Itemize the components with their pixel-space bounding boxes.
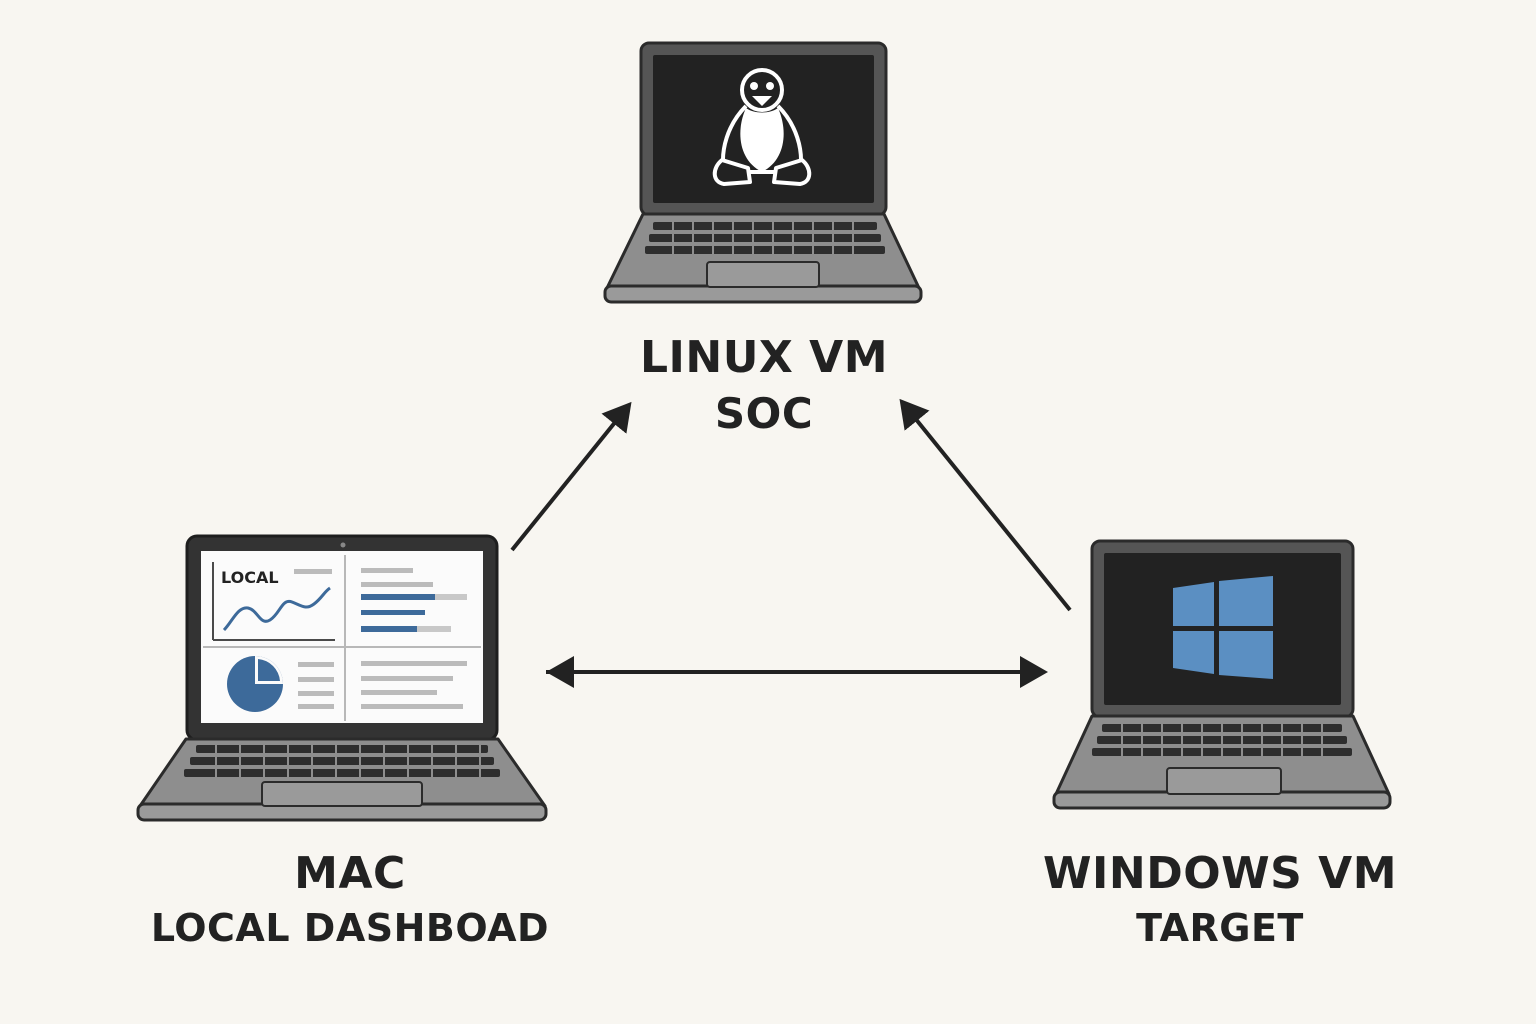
linux-vm-laptop [603,41,923,304]
trackpad [1166,767,1282,795]
trackpad [261,781,423,807]
windows-vm-laptop [1052,539,1392,810]
node-role: TARGET [1136,906,1304,950]
windows-vm-label: WINDOWS VM TARGET [1010,846,1430,954]
keyboard [184,745,500,777]
arrow-mac-to-linux [510,401,632,552]
node-name: LINUX VM [639,332,889,383]
mac-label: MAC LOCAL DASHBOAD [150,846,550,954]
dashboard-screen [203,555,481,721]
node-name: MAC [294,848,406,899]
mac-laptop: LOCAL [136,534,548,822]
node-role: SOC [714,389,814,438]
keyboard [645,222,885,254]
dashboard-title: LOCAL [221,568,279,587]
windows-logo-icon [1173,576,1273,679]
linux-vm-label: LINUX VM SOC [614,330,914,442]
arrow-windows-to-linux [899,398,1072,612]
trackpad [706,261,820,288]
linux-penguin-icon [712,68,812,186]
node-role: LOCAL DASHBOAD [150,906,550,950]
node-name: WINDOWS VM [1042,848,1398,899]
